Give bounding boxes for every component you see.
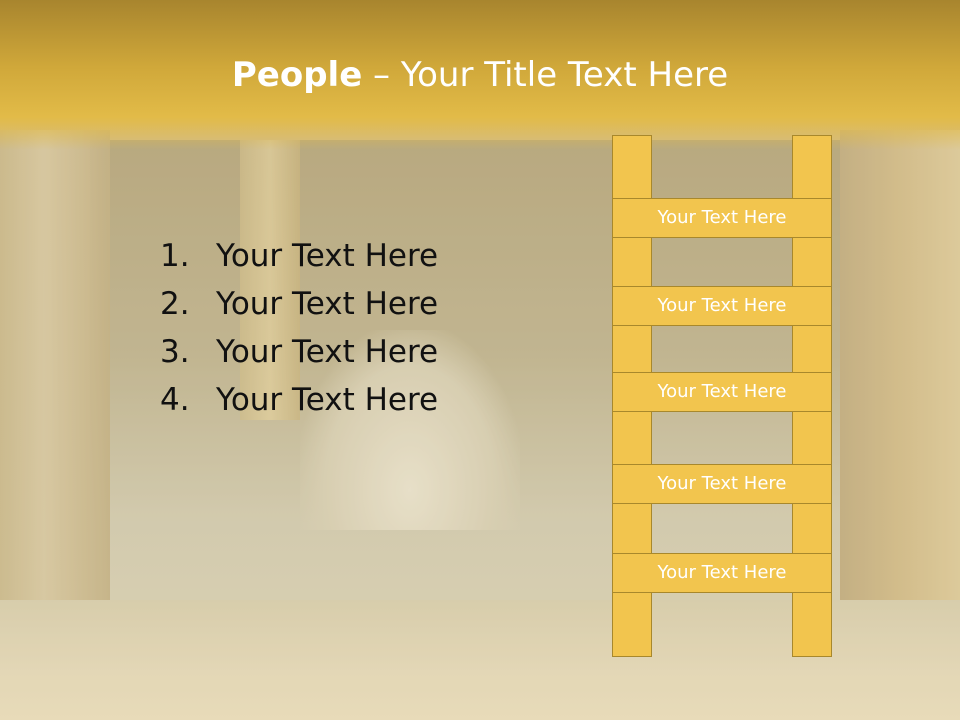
- ladder-rung: Your Text Here: [612, 372, 832, 412]
- list-text: Your Text Here: [216, 286, 439, 322]
- ladder-rung: Your Text Here: [612, 464, 832, 504]
- list-item: 3. Your Text Here: [160, 328, 438, 376]
- list-number: 4.: [160, 382, 190, 418]
- list-item: 1. Your Text Here: [160, 232, 438, 280]
- list-text: Your Text Here: [216, 382, 439, 418]
- list-item: 2. Your Text Here: [160, 280, 438, 328]
- list-text: Your Text Here: [216, 238, 439, 274]
- title-rest: – Your Title Text Here: [362, 55, 729, 95]
- title-bold: People: [231, 55, 363, 95]
- list-text: Your Text Here: [216, 334, 439, 370]
- ladder-rung: Your Text Here: [612, 198, 832, 238]
- slide-title: People – Your Title Text Here: [0, 52, 960, 98]
- numbered-list: 1. Your Text Here 2. Your Text Here 3. Your…: [160, 232, 438, 424]
- list-number: 2.: [160, 286, 190, 322]
- title-band: [0, 0, 960, 150]
- list-item: 4. Your Text Here: [160, 376, 438, 424]
- ladder-rung: Your Text Here: [612, 286, 832, 326]
- ladder-rung: Your Text Here: [612, 553, 832, 593]
- background-stairs: [300, 330, 520, 530]
- background-pillar: [240, 140, 300, 420]
- list-number: 1.: [160, 238, 190, 274]
- list-number: 3.: [160, 334, 190, 370]
- ladder-diagram: Your Text Here Your Text Here Your Text …: [612, 135, 834, 658]
